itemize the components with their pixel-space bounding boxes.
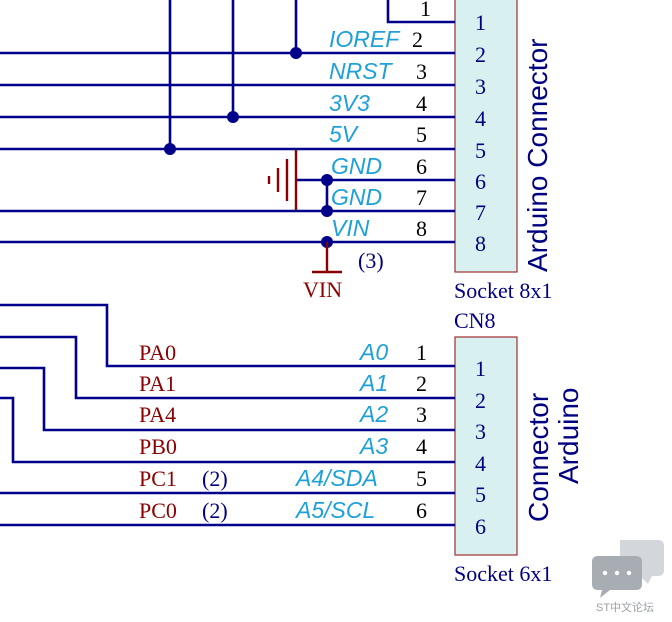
net-label-gnd-1: GND <box>331 153 382 179</box>
net-label-a0: A0 <box>358 339 388 365</box>
top-box-pin: 2 <box>475 42 486 67</box>
bottom-pin-number: 5 <box>416 466 427 491</box>
bottom-pin-number: 1 <box>416 340 427 365</box>
bottom-box-pin: 4 <box>475 451 486 476</box>
signal-pa4: PA4 <box>139 402 176 427</box>
top-pin-number: 5 <box>416 122 427 147</box>
ground-symbol <box>267 150 298 210</box>
bottom-box-pin: 1 <box>475 356 486 381</box>
bottom-box-pin: 2 <box>475 388 486 413</box>
top-box-pin: 8 <box>475 231 486 256</box>
top-pin-number: 3 <box>416 59 427 84</box>
top-box-pin: 6 <box>475 169 486 194</box>
net-label-vin: VIN <box>331 215 370 241</box>
bottom-box-pin: 6 <box>475 514 486 539</box>
net-label-a2: A2 <box>358 401 388 427</box>
signal-pb0: PB0 <box>139 434 177 459</box>
signal-pa1: PA1 <box>139 371 176 396</box>
vin-power-ref: (3) <box>358 248 384 273</box>
bottom-connector-ref: CN8 <box>454 308 496 333</box>
chat-bubble-icon <box>592 540 664 598</box>
signal-pc0: PC0 <box>139 498 177 523</box>
top-box-pin: 4 <box>475 106 486 131</box>
bus-wires-top <box>168 0 455 149</box>
net-label-ioref: IOREF <box>329 26 401 52</box>
connector-body-bottom <box>454 336 518 556</box>
top-pin-1-number: 1 <box>420 0 431 21</box>
bottom-box-pin: 5 <box>475 482 486 507</box>
top-pin-number: 6 <box>416 154 427 179</box>
signal-wires-bottom <box>0 303 455 527</box>
top-box-pin: 1 <box>475 10 486 35</box>
net-label-3v3: 3V3 <box>329 90 370 116</box>
bottom-connector-name-line1: Connector <box>523 393 554 522</box>
signal-ref: (2) <box>202 466 228 491</box>
top-box-pin: 7 <box>475 200 486 225</box>
vin-power-label: VIN <box>303 277 342 302</box>
net-label-gnd-2: GND <box>331 184 382 210</box>
top-connector-footprint: Socket 8x1 <box>454 278 552 303</box>
signal-pc1: PC1 <box>139 466 177 491</box>
net-label-a1: A1 <box>358 370 388 396</box>
net-label-a3: A3 <box>358 433 388 459</box>
bottom-pin-number: 6 <box>416 498 427 523</box>
connector-body-top <box>454 0 518 273</box>
top-connector-name: Arduino Connector <box>522 39 553 272</box>
net-label-nrst: NRST <box>329 58 394 84</box>
top-pin-number: 2 <box>412 27 423 52</box>
bottom-pin-number: 4 <box>416 434 427 459</box>
signal-ref: (2) <box>202 498 228 523</box>
bottom-pin-number: 3 <box>416 402 427 427</box>
junction-dots-top <box>164 47 333 248</box>
top-box-pin: 5 <box>475 138 486 163</box>
bottom-connector-footprint: Socket 6x1 <box>454 561 552 586</box>
bottom-box-pin: 3 <box>475 419 486 444</box>
top-pin-number: 8 <box>416 216 427 241</box>
bottom-connector-name-line2: Arduino <box>553 387 584 484</box>
bottom-pin-number: 2 <box>416 371 427 396</box>
net-label-a5-scl: A5/SCL <box>294 497 375 523</box>
signal-pa0: PA0 <box>139 340 176 365</box>
top-pin-number: 4 <box>416 91 427 116</box>
net-label-a4-sda: A4/SDA <box>294 465 378 491</box>
watermark-text: ST中文论坛 <box>596 600 654 614</box>
top-box-pin: 3 <box>475 74 486 99</box>
vin-power-symbol <box>312 242 342 274</box>
top-pin-number: 7 <box>416 185 427 210</box>
net-label-5v: 5V <box>329 121 360 147</box>
